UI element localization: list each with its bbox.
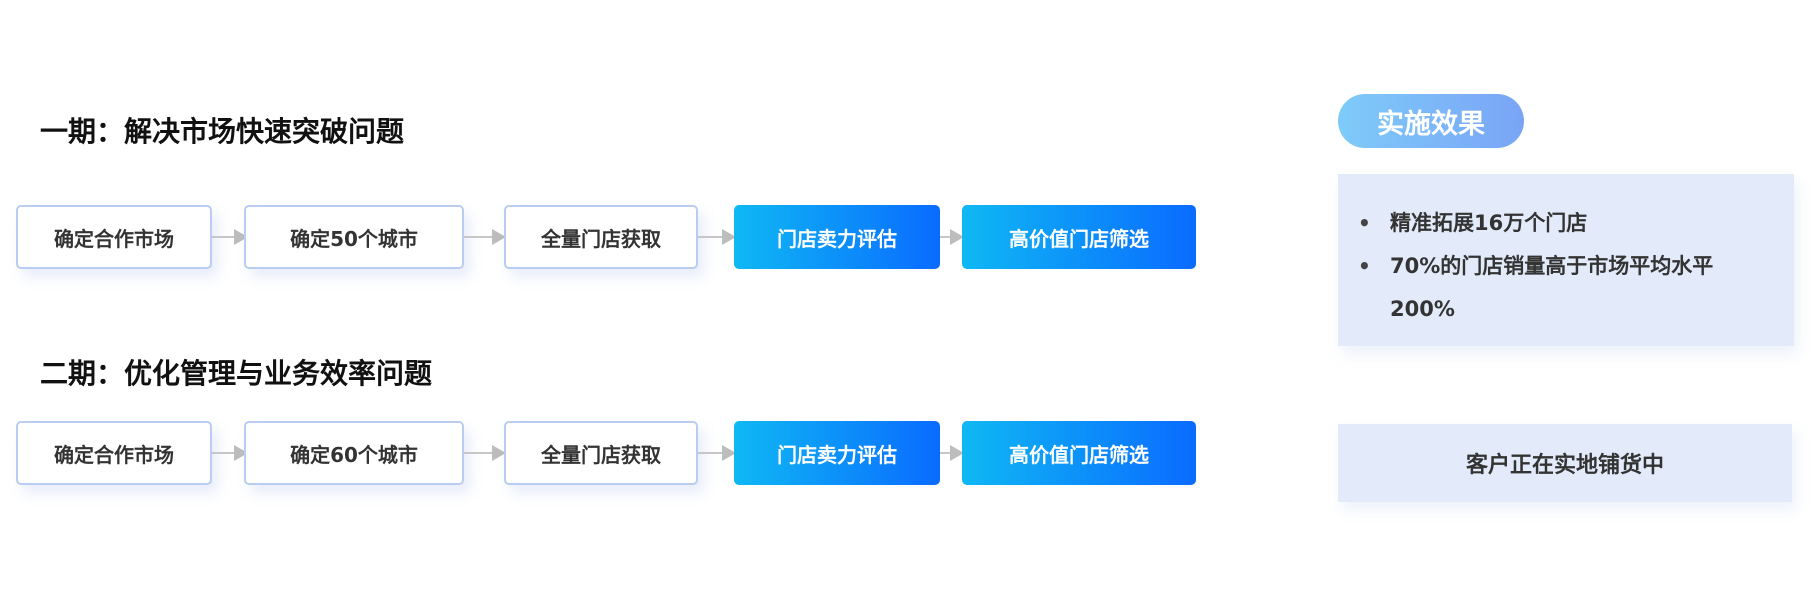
arrow — [464, 445, 506, 461]
arrow — [698, 445, 736, 461]
arrow — [940, 445, 964, 461]
effect-list: 精准拓展16万个门店 70%的门店销量高于市场平均水平200% — [1358, 202, 1774, 331]
arrow — [940, 229, 964, 245]
step-confirm-cities: 确定50个城市 — [244, 205, 464, 269]
step-full-store-acquisition: 全量门店获取 — [504, 421, 698, 485]
step-store-sales-evaluation: 门店卖力评估 — [734, 421, 940, 485]
arrow — [464, 229, 506, 245]
effect-badge: 实施效果 — [1338, 94, 1524, 148]
phase-1-flow: 确定合作市场 确定50个城市 全量门店获取 门店卖力评估 高价值门店筛选 — [16, 205, 1196, 269]
step-confirm-cities: 确定60个城市 — [244, 421, 464, 485]
step-confirm-market: 确定合作市场 — [16, 421, 212, 485]
step-full-store-acquisition: 全量门店获取 — [504, 205, 698, 269]
effect-item: 70%的门店销量高于市场平均水平200% — [1358, 245, 1774, 331]
effect-panel: 精准拓展16万个门店 70%的门店销量高于市场平均水平200% — [1338, 174, 1794, 346]
arrow — [212, 229, 248, 245]
phase-2-flow: 确定合作市场 确定60个城市 全量门店获取 门店卖力评估 高价值门店筛选 — [16, 421, 1196, 485]
phase-1-title: 一期：解决市场快速突破问题 — [40, 115, 405, 148]
arrow — [698, 229, 736, 245]
step-confirm-market: 确定合作市场 — [16, 205, 212, 269]
arrow — [212, 445, 248, 461]
step-high-value-store-screening: 高价值门店筛选 — [962, 205, 1196, 269]
step-store-sales-evaluation: 门店卖力评估 — [734, 205, 940, 269]
phase-2-title: 二期：优化管理与业务效率问题 — [40, 357, 433, 390]
effect-item: 精准拓展16万个门店 — [1358, 202, 1774, 245]
step-high-value-store-screening: 高价值门店筛选 — [962, 421, 1196, 485]
status-panel: 客户正在实地铺货中 — [1338, 424, 1792, 502]
